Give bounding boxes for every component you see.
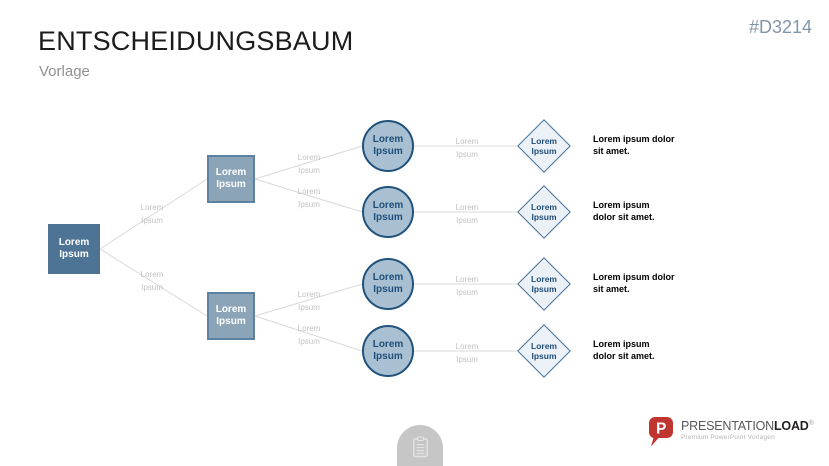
outcome-text-1: Lorem ipsum dolor sit amet. (593, 134, 675, 156)
root-node: Lorem Ipsum (48, 224, 100, 274)
decision-node-label: Lorem Ipsum (531, 136, 557, 156)
brand-tagline: Premium PowerPoint Vorlagen (681, 434, 775, 441)
edge-label: Lorem Ipsum (140, 270, 164, 292)
clipboard-icon (412, 436, 428, 458)
outcome-text-3: Lorem ipsum dolor sit amet. (593, 272, 675, 294)
outcome-text-4: Lorem ipsum dolor sit amet. (593, 339, 655, 361)
decision-node-label: Lorem Ipsum (531, 274, 557, 294)
edge-label: Lorem Ipsum (140, 203, 164, 225)
edge-label: Lorem Ipsum (297, 324, 321, 346)
page-title: ENTSCHEIDUNGSBAUM (38, 26, 354, 56)
decision-node-3: Lorem Ipsum (517, 257, 571, 311)
decision-node-2: Lorem Ipsum (517, 185, 571, 239)
brand-name: PRESENTATIONLOAD® (681, 419, 814, 433)
registered-mark: ® (808, 419, 814, 427)
edge-label: Lorem Ipsum (297, 187, 321, 209)
chance-node-4: Lorem Ipsum (362, 325, 414, 377)
product-code: #D3214 (748, 17, 812, 37)
decision-node-1: Lorem Ipsum (517, 119, 571, 173)
outcome-text-2: Lorem ipsum dolor sit amet. (593, 200, 655, 222)
brand-name-regular: PRESENTATION (681, 419, 774, 433)
page-subtitle: Vorlage (39, 63, 90, 80)
notes-pull-tab[interactable] (397, 425, 443, 466)
brand-text: PRESENTATIONLOAD® Premium PowerPoint Vor… (681, 416, 814, 441)
edge-label: Lorem Ipsum (455, 203, 479, 225)
branch-node-2: Lorem Ipsum (207, 292, 255, 340)
brand-logo: P PRESENTATIONLOAD® Premium PowerPoint V… (648, 416, 814, 448)
edge-label: Lorem Ipsum (455, 342, 479, 364)
presentationload-p-icon: P (649, 417, 673, 447)
decision-node-4: Lorem Ipsum (517, 324, 571, 378)
edge-label: Lorem Ipsum (455, 275, 479, 297)
logo-letter: P (656, 420, 666, 437)
decision-node-label: Lorem Ipsum (531, 341, 557, 361)
chance-node-2: Lorem Ipsum (362, 186, 414, 238)
branch-node-1: Lorem Ipsum (207, 155, 255, 203)
chance-node-1: Lorem Ipsum (362, 120, 414, 172)
brand-name-bold: LOAD (773, 419, 809, 433)
edge-label: Lorem Ipsum (455, 137, 479, 159)
chance-node-3: Lorem Ipsum (362, 258, 414, 310)
edge-label: Lorem Ipsum (297, 290, 321, 312)
decision-node-label: Lorem Ipsum (531, 202, 557, 222)
edge-label: Lorem Ipsum (297, 153, 321, 175)
